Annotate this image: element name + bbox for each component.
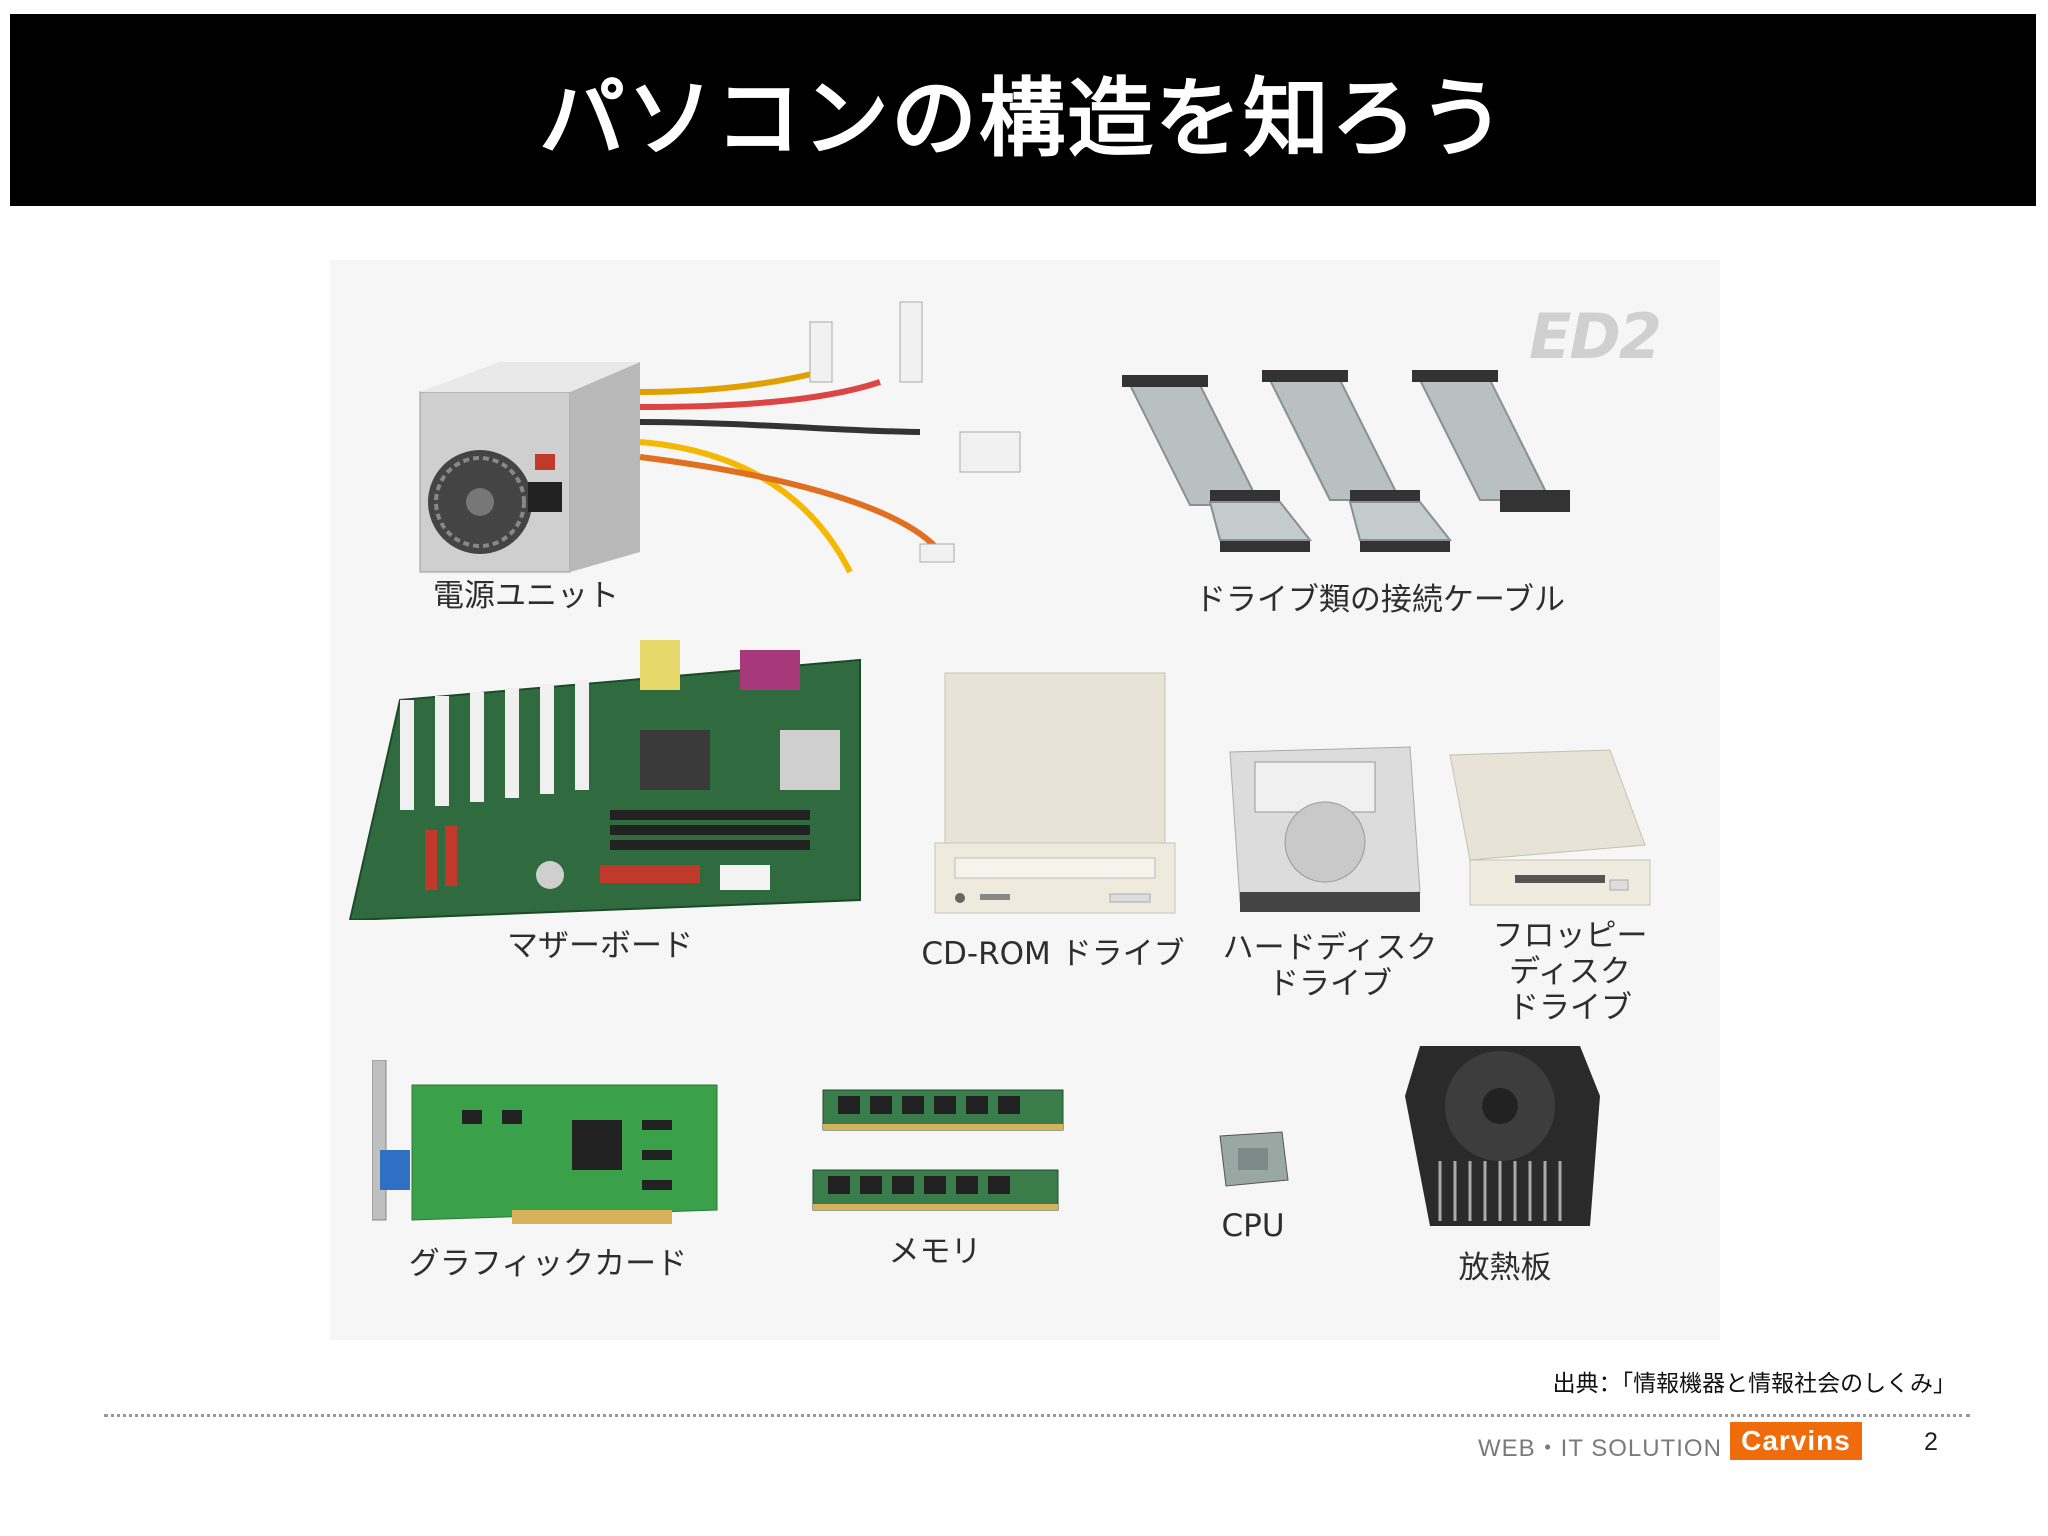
label-heatsink: 放熱板: [1458, 1250, 1552, 1286]
label-graphics-card: グラフィックカード: [408, 1246, 688, 1282]
slide-title: パソコンの構造を知ろう: [539, 68, 1507, 169]
footer-divider: [104, 1414, 1970, 1417]
footer-tagline: WEB・IT SOLUTION: [1478, 1435, 1722, 1462]
page-number: 2: [1924, 1428, 1938, 1456]
source-citation: 出典：「情報機器と情報社会のしくみ」: [1552, 1371, 1956, 1397]
label-motherboard: マザーボード: [507, 928, 693, 964]
graphics-card-image: [372, 1060, 718, 1224]
label-power-supply: 電源ユニット: [433, 578, 619, 614]
floppy-drive-image: [1449, 749, 1651, 906]
cdrom-drive-image: [934, 672, 1176, 914]
memory-image: [812, 1089, 1064, 1211]
label-cpu: CPU: [1221, 1208, 1285, 1244]
title-bar: パソコンの構造を知ろう: [10, 14, 2036, 206]
cpu-image: [1219, 1131, 1289, 1187]
watermark-logo: ED2: [1529, 300, 1662, 373]
label-floppy-drive: フロッピー ディスク ドライブ: [1492, 918, 1648, 1026]
brand-logo: Carvins: [1730, 1422, 1862, 1460]
label-drive-cables: ドライブ類の接続ケーブル: [1194, 582, 1566, 618]
drive-cables-image: [1122, 370, 1570, 552]
label-hard-disk: ハードディスク ドライブ: [1222, 930, 1438, 1002]
power-supply-image: [419, 301, 1021, 574]
heatsink-image: [1405, 1046, 1600, 1226]
label-memory: メモリ: [888, 1234, 982, 1270]
hard-disk-image: [1229, 746, 1421, 912]
label-cdrom-drive: CD-ROM ドライブ: [921, 936, 1185, 972]
motherboard-image: [348, 640, 861, 920]
